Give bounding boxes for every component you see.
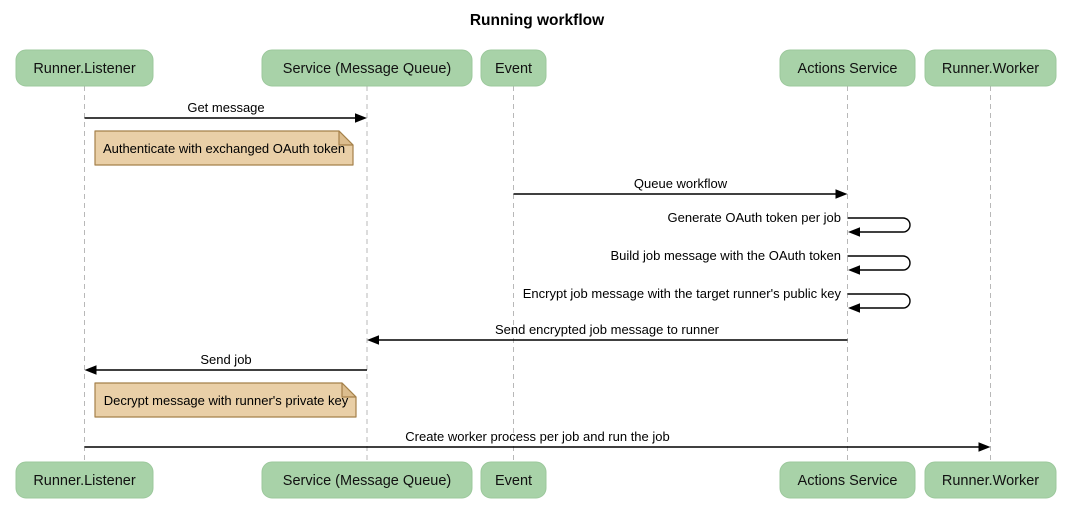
note-fold-icon [341, 382, 357, 398]
arrow-left-icon [848, 303, 860, 313]
self-loop-line [847, 293, 911, 309]
arrow-left-icon [84, 365, 97, 375]
participant-label: Service (Message Queue) [283, 473, 451, 489]
participant-box [261, 49, 473, 87]
message-label: Encrypt job message with the target runn… [523, 286, 842, 301]
participant-box [924, 49, 1057, 87]
participant-top-actions-service: Actions Service [779, 49, 916, 87]
self-loop-line [847, 217, 911, 233]
note-shape [94, 130, 354, 166]
participant-bottom-actions-service: Actions Service [779, 461, 916, 499]
participant-bottom-event: Event [480, 461, 547, 499]
participant-box [15, 49, 154, 87]
message-build-job-message: Build job message with the OAuth token [610, 248, 911, 275]
message-get-message: Get message [84, 100, 367, 123]
participant-label: Actions Service [798, 473, 898, 489]
participant-bottom-runner-worker: Runner.Worker [924, 461, 1057, 499]
message-label: Get message [187, 100, 264, 115]
arrow-left-icon [848, 265, 860, 275]
note-shape [94, 382, 357, 418]
message-send-job: Send job [84, 352, 367, 375]
participant-box [779, 461, 916, 499]
note-label: Decrypt message with runner's private ke… [104, 393, 349, 408]
message-label: Send encrypted job message to runner [495, 322, 720, 337]
arrow-right-icon [355, 113, 367, 123]
participant-top-service-message-queue: Service (Message Queue) [261, 49, 473, 87]
message-label: Send job [200, 352, 251, 367]
message-generate-oauth-token: Generate OAuth token per job [668, 210, 911, 237]
message-label: Queue workflow [634, 176, 728, 191]
arrow-left-icon [367, 335, 379, 345]
message-label: Generate OAuth token per job [668, 210, 841, 225]
participant-box [261, 461, 473, 499]
message-queue-workflow: Queue workflow [513, 176, 848, 199]
message-label: Create worker process per job and run th… [405, 429, 669, 444]
participant-box [480, 49, 547, 87]
message-send-encrypted-job: Send encrypted job message to runner [367, 322, 848, 345]
message-label: Build job message with the OAuth token [610, 248, 841, 263]
arrow-left-icon [848, 227, 860, 237]
arrow-right-icon [978, 442, 991, 452]
note-label: Authenticate with exchanged OAuth token [103, 141, 345, 156]
participant-top-runner-worker: Runner.Worker [924, 49, 1057, 87]
participant-box [779, 49, 916, 87]
participant-label: Actions Service [798, 61, 898, 77]
participant-top-runner-listener: Runner.Listener [15, 49, 154, 87]
participant-box [15, 461, 154, 499]
participant-label: Service (Message Queue) [283, 61, 451, 77]
participant-box [480, 461, 547, 499]
diagram-title: Running workflow [470, 12, 605, 29]
participant-label: Runner.Worker [942, 61, 1039, 77]
note-fold-icon [338, 130, 354, 146]
message-create-worker-process: Create worker process per job and run th… [84, 429, 991, 452]
participant-label: Event [495, 473, 532, 489]
participant-bottom-service-message-queue: Service (Message Queue) [261, 461, 473, 499]
participant-label: Event [495, 61, 532, 77]
participant-bottom-runner-listener: Runner.Listener [15, 461, 154, 499]
note-decrypt-private-key: Decrypt message with runner's private ke… [94, 382, 357, 418]
self-loop-line [847, 255, 911, 271]
arrow-right-icon [835, 189, 848, 199]
participant-label: Runner.Listener [33, 473, 136, 489]
participant-label: Runner.Listener [33, 61, 136, 77]
participant-box [924, 461, 1057, 499]
participant-top-event: Event [480, 49, 547, 87]
note-authenticate-oauth: Authenticate with exchanged OAuth token [94, 130, 354, 166]
message-encrypt-job-message: Encrypt job message with the target runn… [523, 286, 911, 313]
participant-label: Runner.Worker [942, 473, 1039, 489]
